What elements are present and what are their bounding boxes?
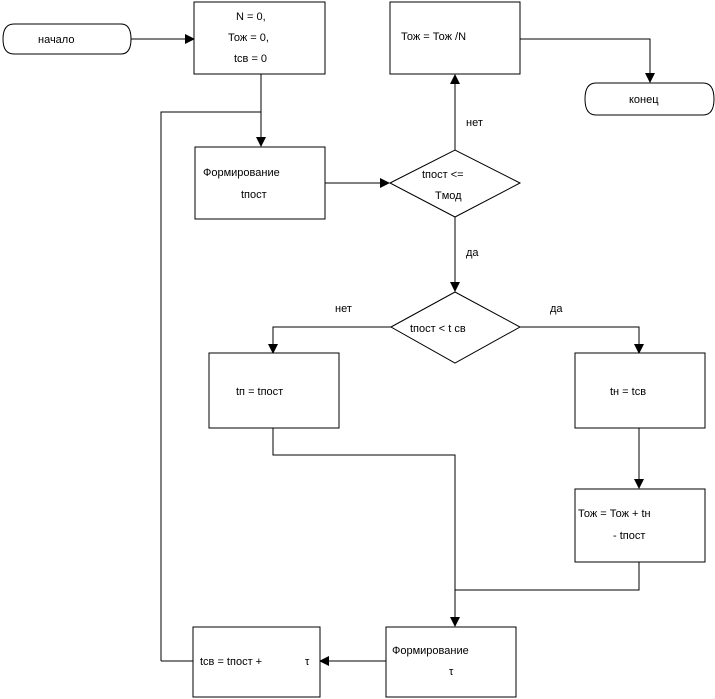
service-end-line-2: τ [305, 656, 310, 668]
condition-2-yes-label: да [550, 303, 563, 315]
busy-time-label: tн = tсв [610, 386, 646, 398]
wait-time-box: Тож = Тож + tн - tпост [574, 488, 706, 563]
condition-1-line-2: Tмод [435, 190, 462, 202]
connector-cond2-to-left [268, 326, 391, 354]
start-terminator: начало [2, 23, 132, 55]
busy-time-box: tн = tсв [574, 352, 706, 429]
connector-avg-to-end [520, 38, 655, 83]
condition-1-line-1: tпост <= [422, 169, 464, 181]
generate-tpost-box: Формирование tпост [194, 146, 326, 220]
condition-2-label: tпост < t св [410, 323, 466, 335]
connector-wait-to-merge [455, 562, 640, 591]
idle-time-box: tп = tпост [208, 352, 340, 429]
service-end-line-1: tсв = tпост + [200, 656, 262, 668]
init-line-1: N = 0, [236, 11, 266, 23]
condition-tpost-tmod: tпост <= Tмод [388, 149, 522, 218]
idle-time-label: tп = tпост [236, 386, 283, 398]
init-line-3: tсв = 0 [234, 53, 267, 65]
wait-time-line-1: Тож = Тож + tн [578, 508, 651, 520]
init-box: N = 0, Тож = 0, tсв = 0 [193, 1, 326, 75]
init-line-2: Тож = 0, [228, 32, 269, 44]
average-box: Тож = Тож /N [389, 1, 521, 75]
generate-tpost-line-1: Формирование [203, 167, 280, 179]
start-label: начало [38, 34, 74, 46]
end-label: конец [629, 94, 659, 106]
generate-tau-line-1: Формирование [392, 645, 469, 657]
end-terminator: конец [584, 82, 715, 116]
service-end-box: tсв = tпост + τ [192, 626, 321, 698]
generate-tau-box: Формирование τ [385, 626, 517, 698]
connector-loop-back [160, 111, 261, 661]
wait-time-line-2: - tпост [613, 530, 645, 542]
connector-left-to-merge [272, 428, 456, 626]
generate-tpost-line-2: tпост [241, 189, 267, 201]
condition-1-yes-label: да [466, 247, 479, 259]
condition-2-no-label: нет [335, 303, 352, 315]
average-label: Тож = Тож /N [401, 31, 466, 43]
condition-tpost-tsv: tпост < t св [389, 291, 522, 364]
generate-tau-line-2: τ [449, 666, 454, 678]
condition-1-no-label: нет [466, 117, 483, 129]
connector-cond2-to-right [520, 326, 644, 354]
